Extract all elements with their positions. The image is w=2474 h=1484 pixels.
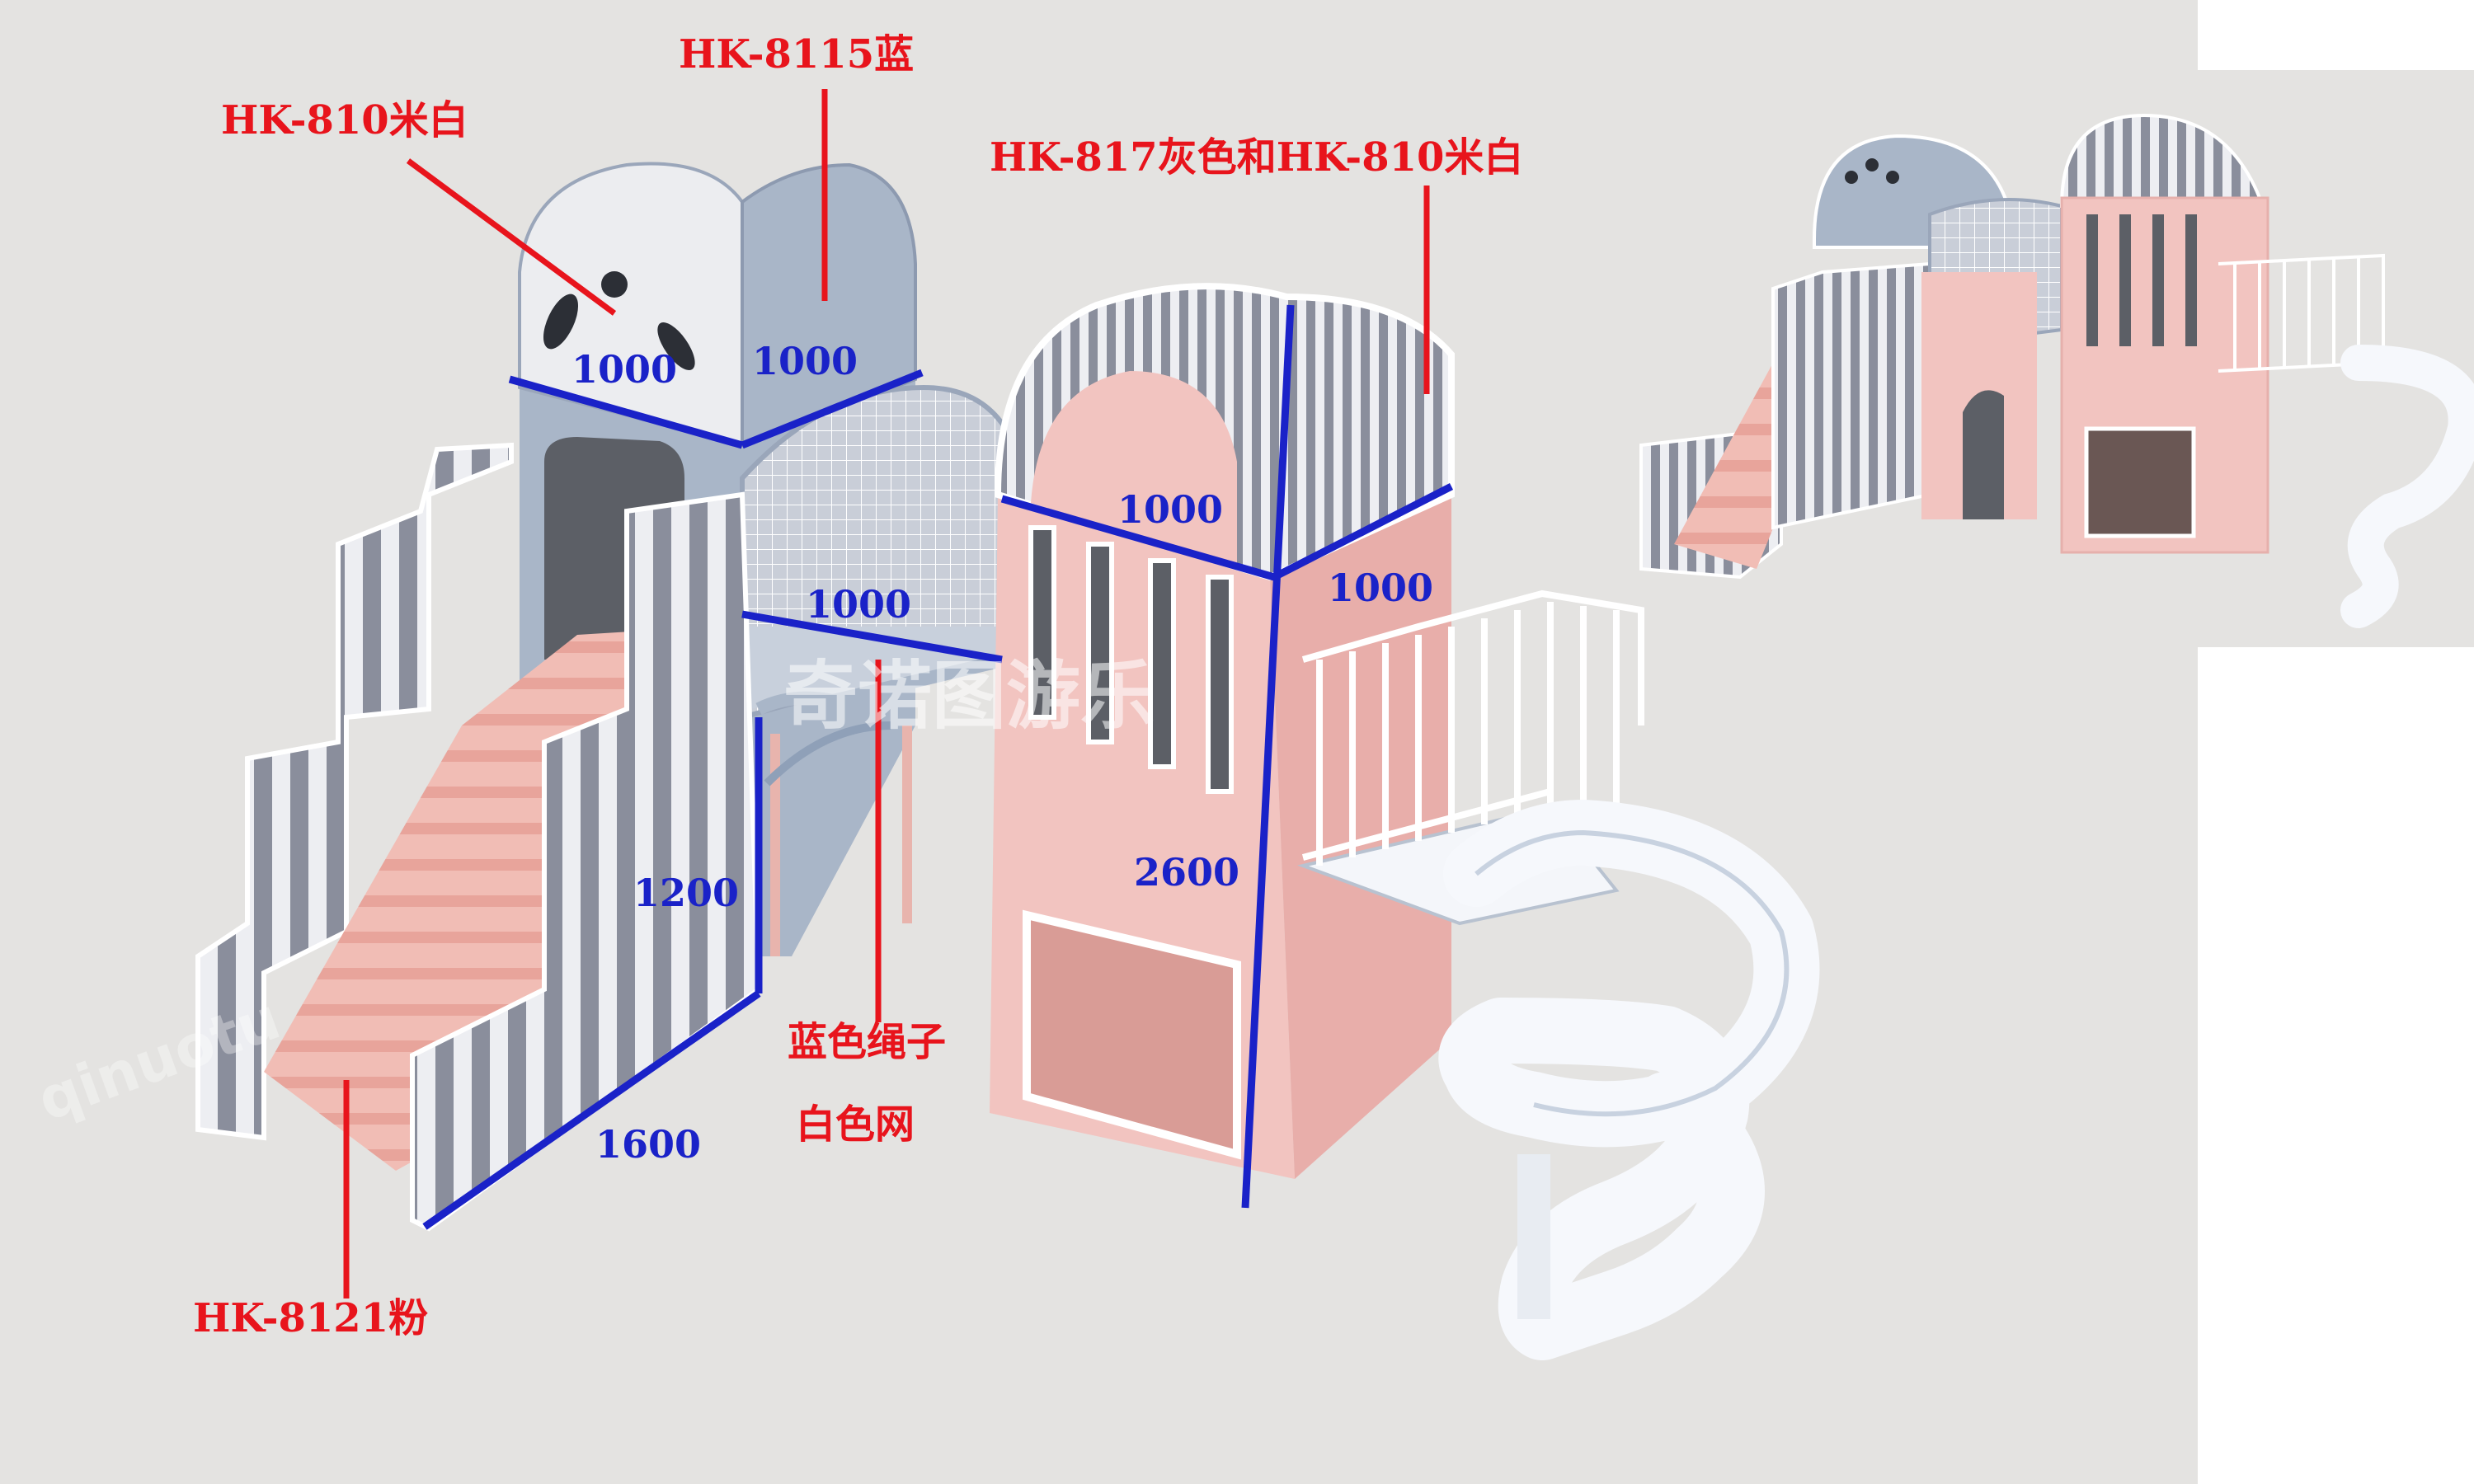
label-rope-blue: 蓝色绳子 [788, 1019, 947, 1065]
label-stairs-pink: HK-8121粉 [193, 1295, 429, 1341]
preview-model [1639, 113, 2474, 628]
railing [1301, 589, 1644, 866]
dim-tower-right-width: 1000 [1117, 487, 1224, 532]
dim-stairs-length: 1600 [595, 1122, 702, 1167]
label-stripes-combo: HK-817灰色和HK-810米白 [990, 134, 1524, 181]
preview-right-dome [2059, 113, 2261, 208]
dim-tower-right-depth: 1000 [1328, 566, 1434, 610]
label-dome-cream: HK-810米白 [221, 97, 468, 143]
label-dome-blue: HK-8115蓝 [679, 31, 915, 77]
dim-stairs-height: 1200 [633, 871, 740, 915]
dim-dome-left-depth: 1000 [752, 339, 858, 383]
label-net-white: 白色网 [796, 1101, 915, 1148]
left-dome-right [741, 162, 917, 448]
dim-bridge-length: 1000 [806, 582, 912, 627]
stairs-left-wall [195, 442, 514, 1141]
dim-tower-height: 2600 [1134, 850, 1240, 895]
right-tower-side [1270, 495, 1451, 1179]
leader-lines [343, 89, 1430, 1298]
dim-dome-left-width: 1000 [571, 347, 678, 392]
left-dome [518, 162, 744, 448]
leader-dome-cream [406, 158, 617, 316]
stairs-right-wall [410, 491, 762, 1232]
dimension-lines [422, 304, 1454, 1230]
watermark-chinese: 奇诺图游乐 [783, 653, 1155, 740]
